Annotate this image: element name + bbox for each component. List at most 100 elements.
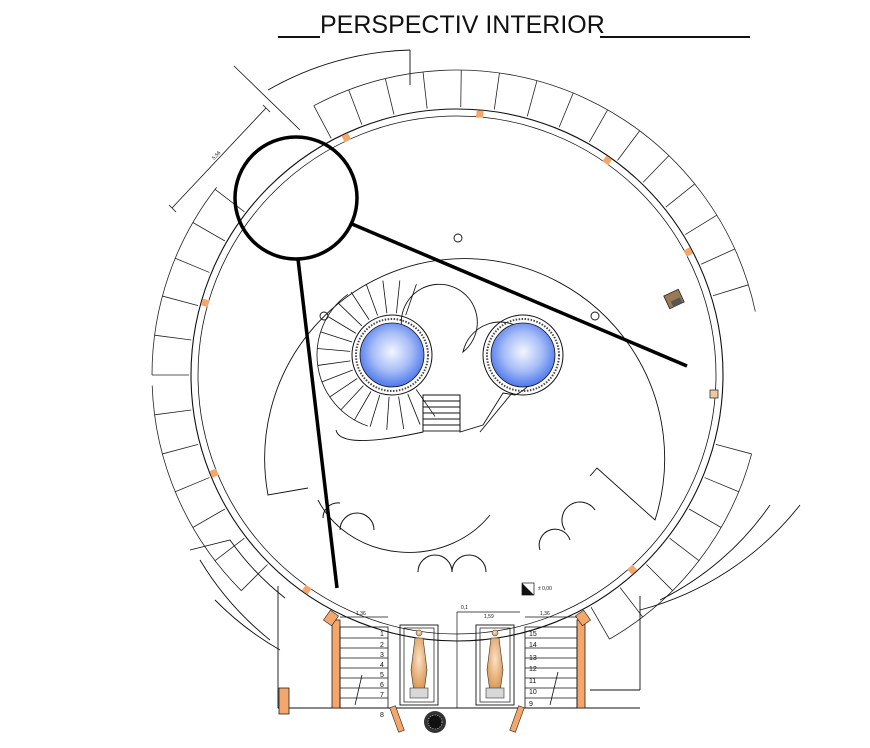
step-6: 6 (380, 682, 384, 689)
small-columns (319, 233, 600, 321)
lower-outer-walls (189, 504, 801, 651)
step-2: 2 (380, 642, 384, 649)
louver-outer-edge (151, 186, 217, 376)
level-label: ± 0,00 (538, 586, 552, 592)
title-text: PERSPECTIV INTERIOR (320, 11, 605, 39)
perspective-marker (233, 135, 688, 589)
louver-blade (162, 443, 199, 455)
plan-title: PERSPECTIV INTERIOR (278, 11, 750, 39)
left-stair: 1 2 3 4 5 6 7 8 (323, 609, 389, 719)
louver-blade (384, 78, 395, 115)
louver-blade (688, 508, 722, 528)
column-marker (476, 110, 484, 118)
louver-blade (175, 477, 210, 493)
column-marker (301, 584, 312, 595)
step-10: 10 (529, 689, 537, 696)
louver-blade (162, 295, 199, 307)
spiral-tread (382, 280, 388, 314)
louver-blade (493, 72, 500, 110)
column-marker (683, 247, 694, 257)
spiral-tread (407, 393, 421, 425)
louver-blade (348, 89, 363, 125)
louver-blade (665, 183, 695, 208)
louver-blade (617, 130, 641, 161)
level-marker: ± 0,00 (521, 582, 552, 596)
dim-center-gap: 0,1 (461, 605, 468, 611)
column-marker-east (709, 389, 719, 399)
diagonal-dimension: 5,56 (168, 65, 301, 213)
louver-blade (154, 409, 192, 416)
step-5: 5 (380, 672, 384, 679)
louver-blade (192, 222, 226, 242)
spiral-tread (317, 348, 351, 352)
louver-blade (715, 443, 752, 455)
step-1: 1 (380, 631, 384, 638)
spiral-tread (320, 331, 353, 343)
spiral-tread (317, 360, 351, 366)
spiral-tread (337, 302, 363, 327)
step-11: 11 (529, 678, 536, 685)
spiral-tread (329, 378, 358, 398)
step-13: 13 (529, 655, 537, 662)
louver-blade (704, 477, 739, 493)
entrance-doors (389, 705, 525, 733)
spiral-staircase (316, 280, 436, 430)
dim-center: 1,59 (484, 614, 494, 620)
louver-blade (589, 109, 609, 143)
spiral-tread (354, 391, 372, 421)
step-14: 14 (529, 642, 537, 649)
louver-blade (313, 105, 332, 139)
column-marker (200, 298, 210, 308)
louver-blade (175, 257, 210, 273)
louver-blade (619, 587, 643, 618)
spiral-tread (395, 280, 401, 314)
central-core (335, 283, 539, 441)
door-swings (322, 501, 596, 573)
spiral-tread (386, 396, 390, 430)
statue-niche-left (399, 624, 439, 706)
dim-right-stair: 1,36 (540, 611, 550, 617)
spiral-tread (369, 395, 381, 427)
entrance-dimensions: 1,36 0,1 1,59 1,36 (340, 605, 577, 708)
louver-blade (214, 189, 245, 213)
column-marker (341, 132, 351, 143)
louver-outer-edge (609, 453, 752, 640)
spiral-tread (327, 316, 357, 334)
louver-blade (241, 564, 268, 591)
step-4: 4 (380, 662, 384, 669)
spiral-tread (350, 291, 370, 320)
pool-left (351, 314, 433, 396)
plant-icon (424, 711, 446, 733)
louver-outer-edge (313, 69, 756, 312)
step-12: 12 (529, 666, 537, 673)
louver-outer-edge (151, 385, 242, 591)
column-marker (627, 564, 638, 575)
louver-blade (460, 70, 462, 108)
louver-blade (214, 537, 245, 561)
step-7: 7 (380, 692, 384, 699)
outer-louver-ring (151, 69, 756, 640)
dim-left-stair: 1,36 (356, 611, 366, 617)
diagonal-dimension-label: 5,56 (211, 150, 222, 161)
louver-blade (646, 564, 673, 591)
louver-blade (685, 214, 717, 235)
spiral-tread (405, 283, 417, 316)
column-marker (209, 468, 219, 478)
pool-right (482, 314, 564, 396)
spiral-tread (321, 369, 353, 383)
spiral-tread (340, 385, 364, 411)
outer-walls (190, 49, 724, 642)
chair-icon (663, 288, 685, 310)
louver-blade (558, 92, 574, 128)
spiral-tread (398, 396, 405, 430)
louver-blade (154, 334, 192, 341)
step-15: 15 (529, 631, 537, 638)
louver-blade (192, 508, 226, 528)
right-stair: 15 14 13 12 11 10 9 (524, 609, 591, 709)
spiral-outer (316, 294, 368, 427)
column-marker (602, 155, 613, 166)
louver-blade (526, 80, 538, 117)
louver-blade (669, 537, 700, 561)
louver-blade (700, 248, 735, 265)
